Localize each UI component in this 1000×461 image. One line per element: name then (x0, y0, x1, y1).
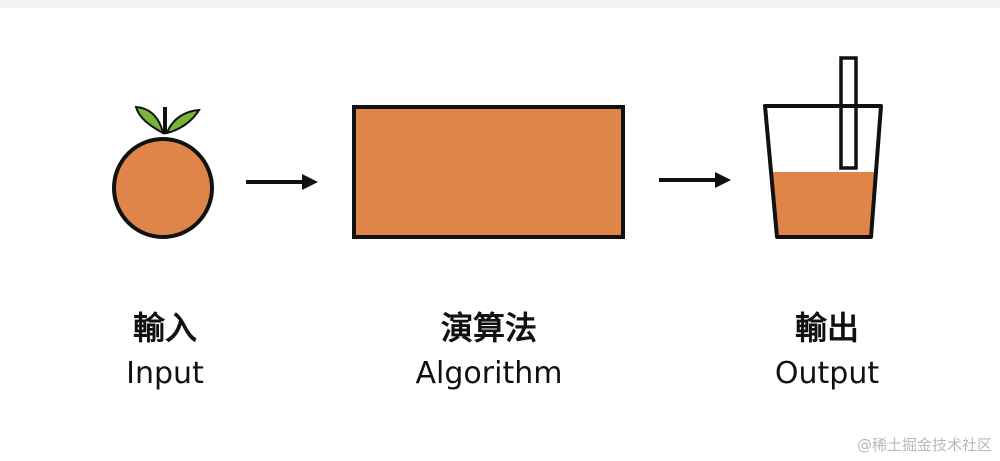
diagram-canvas: 輸入 Input 演算法 Algorithm 輸出 Output @稀土掘金技术… (0, 8, 1000, 461)
cup-outline (763, 104, 883, 239)
watermark: @稀土掘金技术社区 (856, 436, 992, 454)
juice-cup-icon (763, 56, 883, 239)
output-english-label: Output (774, 356, 880, 391)
algorithm-chinese-label: 演算法 (440, 309, 537, 347)
process-flow-diagram (112, 56, 883, 239)
input-chinese-label: 輸入 (132, 309, 197, 347)
input-english-label: Input (126, 356, 204, 391)
juice-liquid (771, 172, 877, 237)
arrow-right-icon (246, 174, 318, 190)
algorithm-box (352, 105, 625, 239)
straw-icon (839, 56, 858, 170)
orange-leaf-left (134, 105, 165, 135)
step-label-output: 輸出 Output (775, 308, 879, 394)
orange-body (112, 137, 214, 239)
orange-leaf-right (165, 108, 201, 135)
step-label-algorithm: 演算法 Algorithm (416, 308, 563, 394)
output-chinese-label: 輸出 (794, 309, 859, 347)
arrow-right-icon (659, 172, 731, 188)
step-label-input: 輸入 Input (126, 308, 204, 394)
algorithm-english-label: Algorithm (415, 356, 563, 391)
orange-icon (112, 105, 214, 239)
